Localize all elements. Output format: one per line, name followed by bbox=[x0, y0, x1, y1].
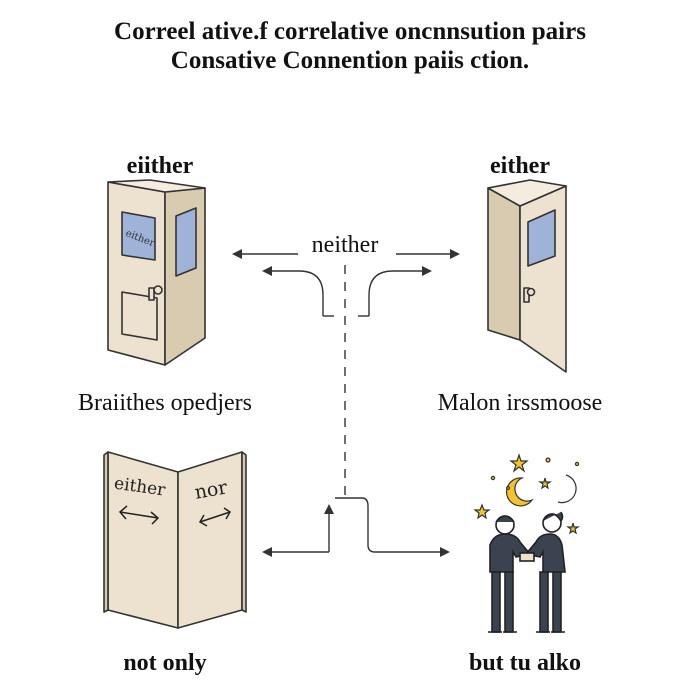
label-right-middle: Malon irssmoose bbox=[437, 390, 603, 416]
night-stars-icon bbox=[473, 453, 580, 535]
label-center-neither: neither bbox=[311, 232, 379, 258]
label-door-right-top: either bbox=[490, 153, 550, 179]
door-right-icon bbox=[487, 179, 567, 373]
label-door-left-top: eiither bbox=[126, 153, 194, 179]
diagram-title-line-1: Correel ative.f correlative oncnnsution … bbox=[114, 18, 586, 45]
double-arrow-left-page-icon bbox=[118, 505, 160, 525]
double-arrow-right-page-icon bbox=[198, 507, 231, 527]
person-right-icon bbox=[519, 511, 566, 633]
person-left-icon bbox=[488, 515, 532, 633]
open-book-icon bbox=[103, 451, 247, 629]
label-left-middle: Braiithes opedjers bbox=[78, 390, 252, 416]
connector-lines bbox=[232, 249, 460, 557]
label-but-also: but tu alko bbox=[468, 650, 582, 676]
diagram-title-line-2: Consative Connention paiis ction. bbox=[170, 47, 530, 74]
label-not-only: not only bbox=[123, 650, 207, 676]
door-left-icon bbox=[107, 179, 206, 366]
